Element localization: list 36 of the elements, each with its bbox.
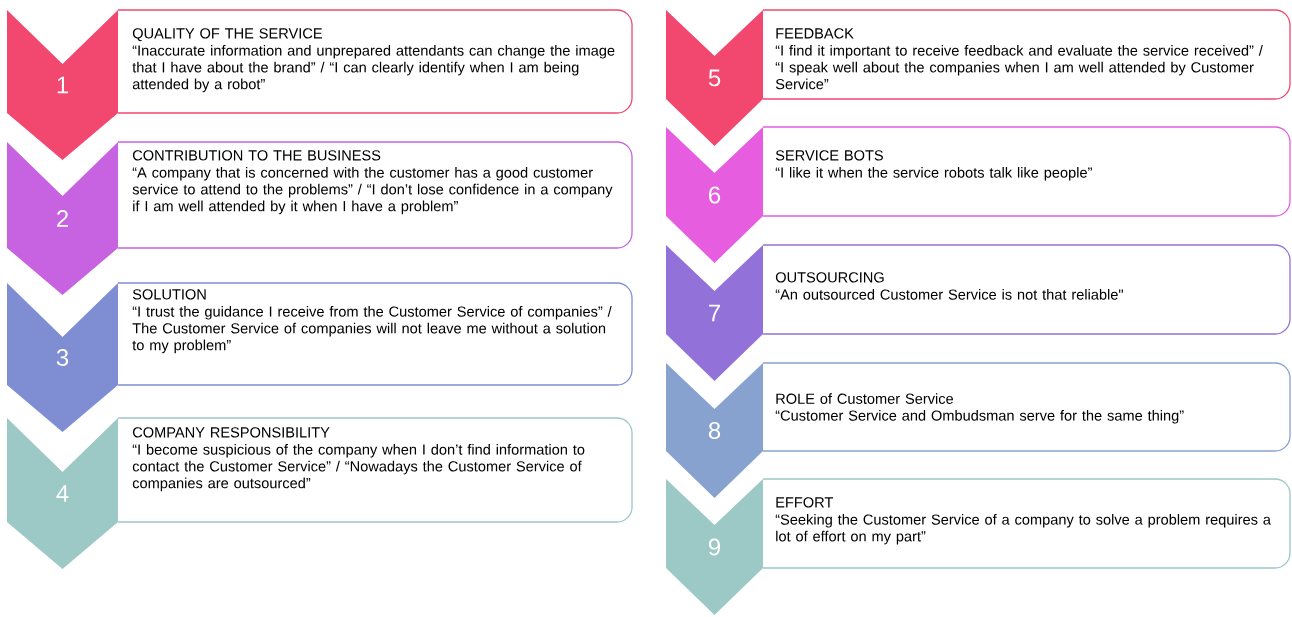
heading: FEEDBACK bbox=[776, 28, 854, 39]
text-box bbox=[117, 417, 633, 523]
quote-text: “I find it important to receive feedback and evaluate the service received” / “I speak well about the companies when I am well attended by Customer Service” bbox=[775, 45, 1263, 90]
step-badge: 9 bbox=[666, 479, 763, 615]
step-badge: 1 bbox=[7, 10, 118, 160]
text-box bbox=[117, 282, 633, 386]
step-badge: 2 bbox=[7, 142, 118, 295]
text-box bbox=[117, 9, 633, 114]
heading: SOLUTION bbox=[132, 289, 206, 300]
step-badge: 5 bbox=[666, 10, 763, 146]
quote-text: “I trust the guidance I receive from the Customer Service of companies” / The Customer Service of companies will not leave me without a solution to my problem” bbox=[132, 306, 612, 354]
heading: SERVICE BOTS bbox=[775, 150, 883, 161]
heading: ROLE of Customer Service bbox=[776, 393, 954, 404]
quote-text: “I become suspicious of the company when I don’t find information to contact the Customer Service” / “Nowadays the Customer Service of companies are outsourced” bbox=[132, 444, 585, 492]
heading: EFFORT bbox=[776, 497, 833, 508]
quote-text: “Inaccurate information and unprepared attendants can change the image that I have about the brand” / “I can clearly identify when I am being attended by a robot” bbox=[132, 45, 615, 93]
text-box bbox=[117, 141, 633, 249]
heading: OUTSOURCING bbox=[775, 272, 884, 283]
step-badge: 6 bbox=[666, 127, 763, 263]
step-badge: 8 bbox=[666, 363, 763, 498]
quote-text: “Customer Service and Ombudsman serve for the same thing” bbox=[775, 410, 1184, 424]
text-box bbox=[762, 9, 1291, 100]
quote-text: “A company that is concerned with the customer has a good customer service to attend to the problems” / “I don’t lose confidence in a company if I am well attended by it when I have a problem” bbox=[132, 167, 613, 215]
quote-text: “An outsourced Customer Service is not that reliable" bbox=[775, 289, 1123, 300]
quote-text: “Seeking the Customer Service of a company to solve a problem requires a lot of effort on my part” bbox=[775, 514, 1271, 545]
step-badge: 3 bbox=[7, 283, 118, 432]
step-badge: 4 bbox=[7, 418, 118, 569]
quote-text: “I like it when the service robots talk like people” bbox=[775, 167, 1092, 181]
text-box bbox=[762, 244, 1291, 335]
heading: QUALITY OF THE SERVICE bbox=[132, 28, 322, 42]
heading: CONTRIBUTION TO THE BUSINESS bbox=[132, 150, 381, 161]
heading: COMPANY RESPONSIBILITY bbox=[132, 427, 330, 438]
text-box bbox=[762, 126, 1291, 217]
text-box bbox=[762, 478, 1291, 569]
text-box bbox=[762, 362, 1291, 452]
step-badge: 7 bbox=[666, 245, 763, 381]
